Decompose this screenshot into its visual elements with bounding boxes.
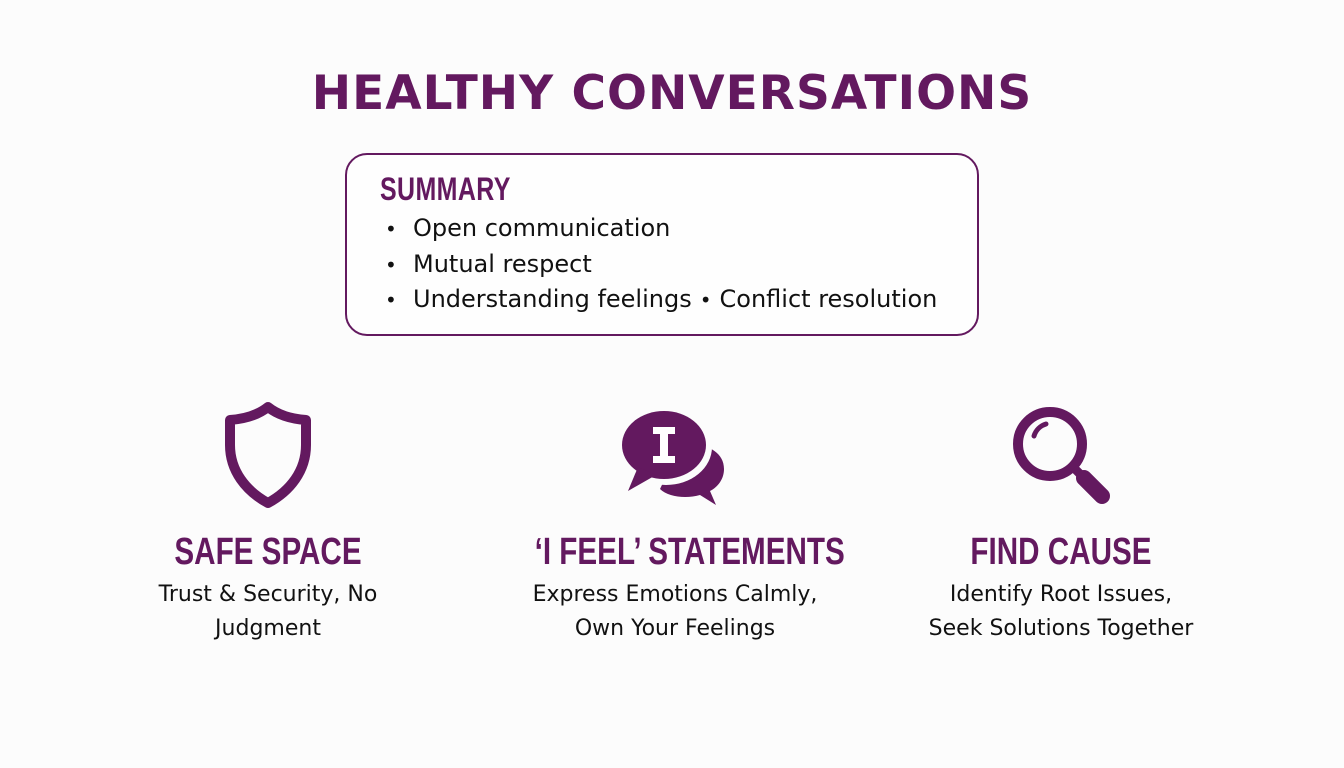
summary-heading: SUMMARY [380, 171, 511, 207]
shield-icon [88, 395, 448, 515]
bullet-icon: • [385, 288, 397, 312]
feature-description: Identify Root Issues, Seek Solutions Tog… [928, 582, 1194, 641]
feature-i-feel-statements: ‘I FEEL’ STATEMENTS Express Emotions Cal… [495, 395, 855, 646]
page-title: HEALTHY CONVERSATIONS [311, 66, 1033, 121]
magnifying-glass-icon [881, 395, 1241, 515]
feature-title: SAFE SPACE [174, 531, 362, 573]
summary-item: •Open communication [385, 211, 937, 247]
bullet-icon: • [385, 252, 397, 277]
feature-find-cause: FIND CAUSE Identify Root Issues, Seek So… [881, 395, 1241, 646]
bullet-icon: • [385, 217, 397, 241]
feature-title: ‘I FEEL’ STATEMENTS [534, 531, 845, 573]
feature-safe-space: SAFE SPACE Trust & Security, No Judgment [88, 395, 448, 646]
feature-description: Trust & Security, No Judgment [158, 582, 378, 641]
feature-title: FIND CAUSE [970, 531, 1152, 573]
bullet-icon: • [699, 288, 712, 312]
speech-bubbles-i-icon [495, 395, 855, 515]
feature-description: Express Emotions Calmly, Own Your Feelin… [532, 582, 818, 641]
summary-item: •Mutual respect [385, 247, 937, 283]
summary-box: SUMMARY •Open communication •Mutual resp… [345, 153, 979, 336]
summary-item: •Understanding feelings•Conflict resolut… [385, 282, 937, 318]
summary-list: •Open communication •Mutual respect •Und… [385, 211, 937, 318]
